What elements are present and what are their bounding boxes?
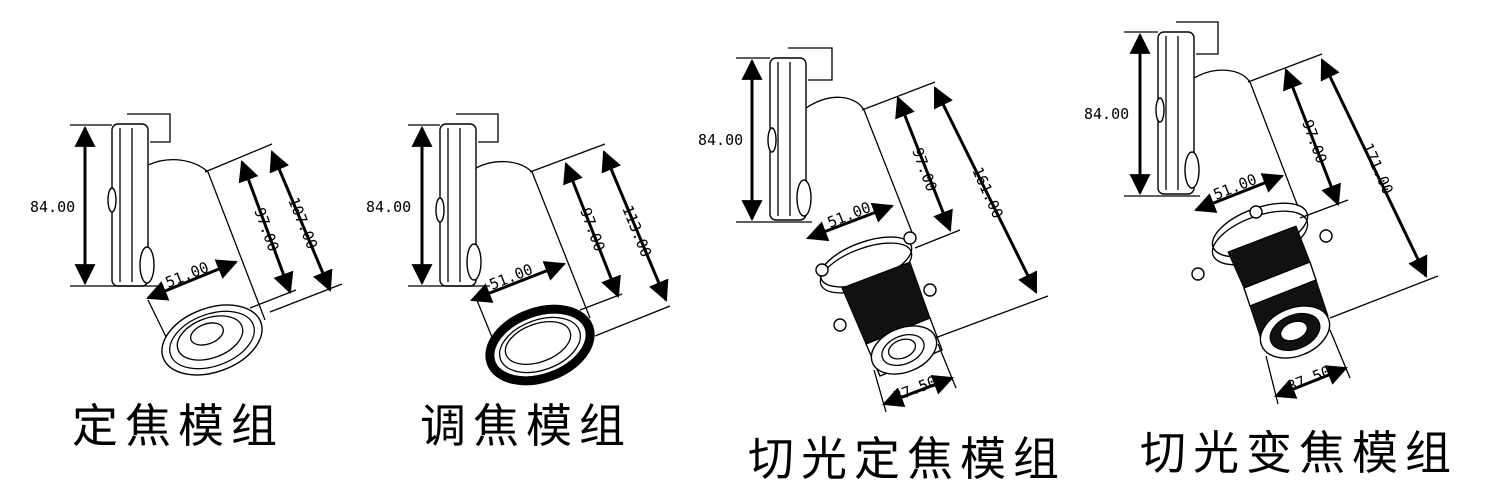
dim-height-2: 84.00 bbox=[366, 198, 411, 216]
dim-diameter-1: 51.00 bbox=[163, 258, 212, 292]
figure-adjustable-focus: 84.00 51.00 97.00 113.00 bbox=[366, 113, 671, 386]
caption-cutoff-fixed-focus: 切光定焦模组 bbox=[748, 432, 1066, 486]
dim-len-short-2: 97.00 bbox=[576, 205, 608, 254]
dim-lens-diameter-3: 37.50 bbox=[891, 372, 940, 406]
caption-fixed-focus: 定焦模组 bbox=[72, 399, 284, 453]
dim-len-short-1: 97.00 bbox=[250, 205, 282, 254]
figure-fixed-focus: 84.00 51.00 97.00 107.00 bbox=[30, 113, 343, 376]
figure-cutoff-zoom: 84.00 51.00 97.00 171.00 37.50 bbox=[1084, 21, 1439, 405]
caption-cutoff-zoom: 切光变焦模组 bbox=[1140, 426, 1458, 480]
dim-len-long-2: 113.00 bbox=[618, 203, 655, 260]
dim-height-1: 84.00 bbox=[30, 198, 75, 216]
figure-cutoff-fixed-focus: 84.00 51.00 97.00 161.00 37.50 bbox=[698, 47, 1049, 413]
dim-len-short-4: 97.00 bbox=[1298, 117, 1330, 166]
dim-height-3: 84.00 bbox=[698, 131, 743, 149]
dim-len-long-3: 161.00 bbox=[968, 164, 1006, 221]
dim-diameter-2: 51.00 bbox=[487, 260, 536, 294]
dim-height-4: 84.00 bbox=[1084, 105, 1129, 123]
dim-len-short-3: 97.00 bbox=[908, 145, 940, 194]
dim-diameter-4: 51.00 bbox=[1211, 170, 1260, 204]
dim-diameter-3: 51.00 bbox=[825, 198, 874, 232]
dim-len-long-1: 107.00 bbox=[284, 195, 321, 252]
caption-adjustable-focus: 调焦模组 bbox=[420, 399, 632, 453]
dim-lens-diameter-4: 37.50 bbox=[1285, 362, 1334, 396]
dim-len-long-4: 171.00 bbox=[1358, 140, 1396, 197]
